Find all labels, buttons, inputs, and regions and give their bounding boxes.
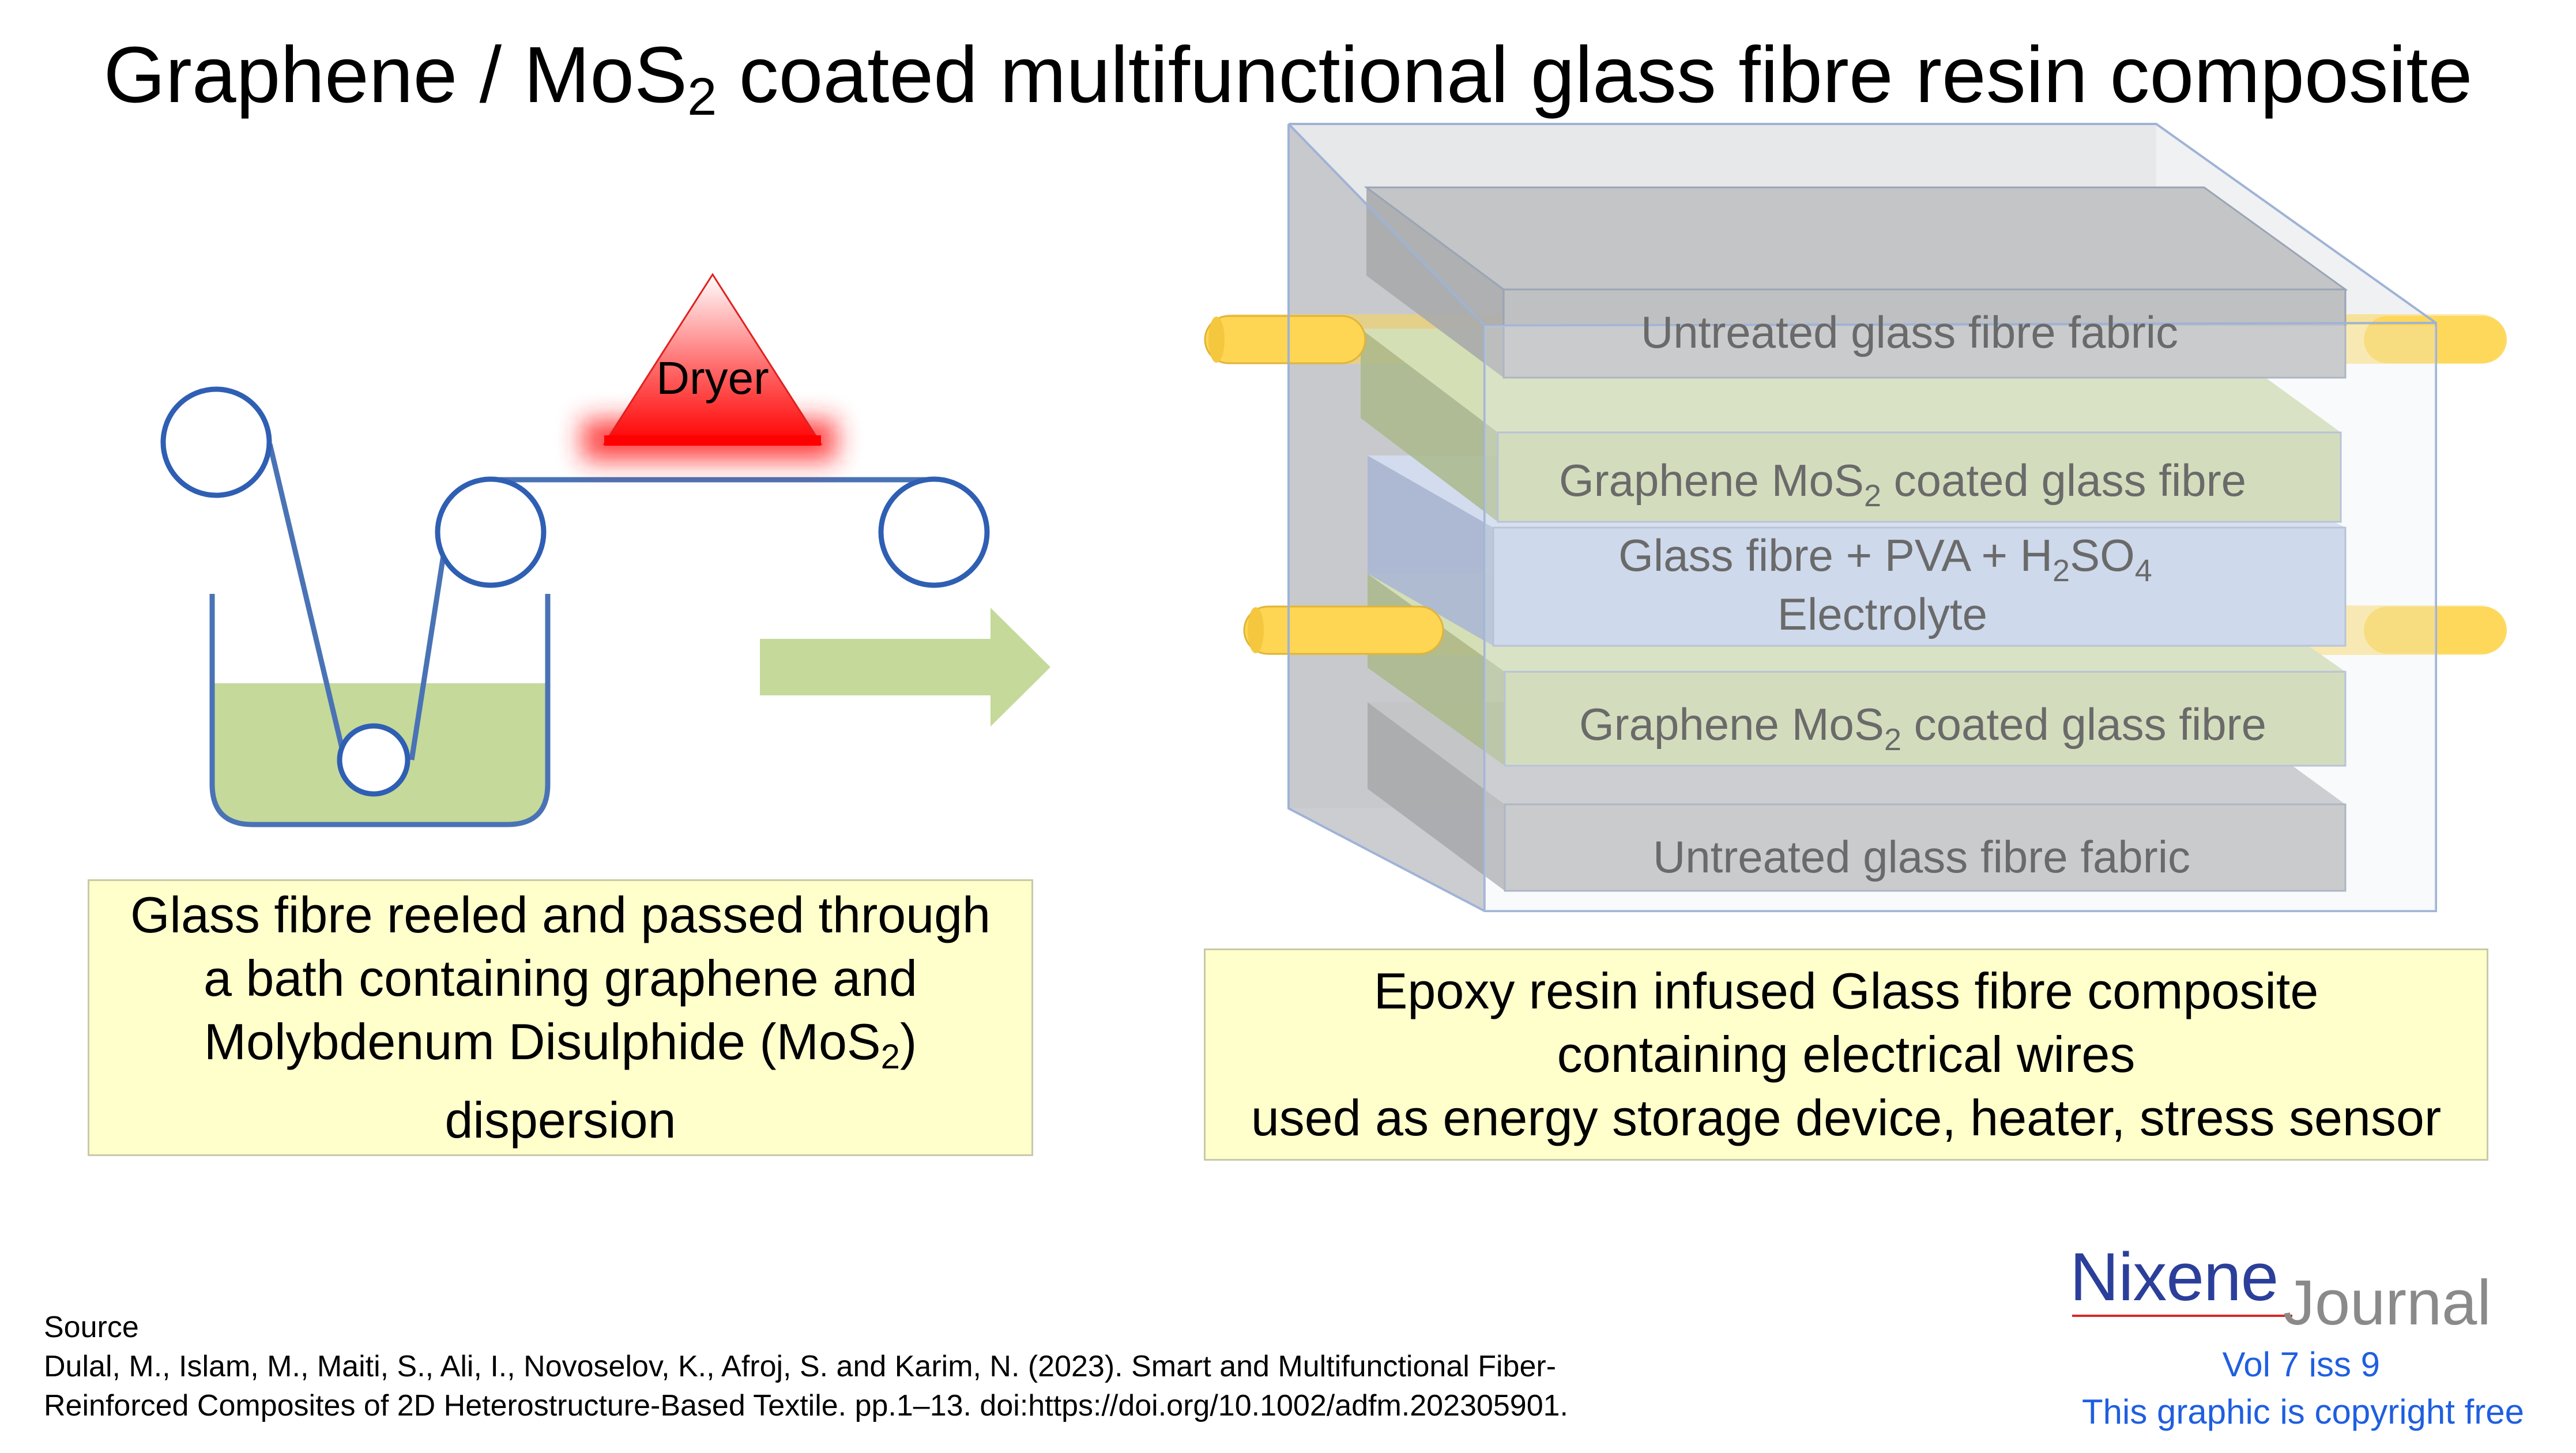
layer-label-graphene-lower: Graphene MoS2 coated glass fibre (1579, 699, 2266, 757)
layer-label-electrolyte-line2: Electrolyte (1777, 589, 1987, 639)
title-text: Graphene / MoS (103, 31, 688, 119)
resin-front-face (1485, 326, 2436, 911)
process-caption-line: a bath containing graphene and (204, 950, 917, 1007)
source-reference-line: Dulal, M., Islam, M., Maiti, S., Ali, I.… (44, 1350, 1557, 1383)
take-up-roller (878, 476, 990, 588)
composite-caption-line: containing electrical wires (1557, 1026, 2136, 1083)
logo-underline (2072, 1315, 2292, 1317)
dryer: Dryer (582, 273, 836, 460)
page-title: Graphene / MoS2 coated multifunctional g… (0, 23, 2576, 149)
nixene-journal-logo: Nixene Journal (2070, 1239, 2525, 1338)
resin-block-outline (1287, 123, 2437, 912)
composite-caption-line: used as energy storage device, heater, s… (1251, 1089, 2442, 1146)
source-reference-line: Reinforced Composites of 2D Heterostruct… (44, 1389, 1568, 1422)
source-heading: Source (44, 1311, 139, 1344)
guide-roller (435, 476, 547, 588)
process-caption-line: dispersion (445, 1091, 676, 1149)
source-citation: Source Dulal, M., Islam, M., Maiti, S., … (44, 1308, 1568, 1425)
feed-roller (160, 386, 272, 498)
composite-caption: Epoxy resin infused Glass fibre composit… (1204, 948, 2488, 1161)
layer-label-graphene-upper: Graphene MoS2 coated glass fibre (1559, 455, 2246, 513)
process-caption-line: Molybdenum Disulphide (MoS2) (204, 1013, 917, 1076)
dryer-label: Dryer (656, 352, 769, 404)
layer-untreated-top (1364, 186, 2348, 379)
logo-brand: Nixene (2070, 1239, 2279, 1315)
title-text-rest: coated multifunctional glass fibre resin… (717, 31, 2473, 119)
layer-label-untreated-top: Untreated glass fibre fabric (1641, 307, 2178, 357)
process-arrow (760, 608, 1050, 726)
layer-label-untreated-bottom: Untreated glass fibre fabric (1653, 831, 2190, 882)
layer-label-electrolyte-line1: Glass fibre + PVA + H2SO4 (1618, 530, 2152, 588)
volume-issue: Vol 7 iss 9 (2222, 1345, 2381, 1384)
logo-journal: Journal (2283, 1267, 2491, 1338)
bath-container (209, 594, 551, 827)
glass-fibre-path (267, 443, 932, 761)
process-caption-line: Glass fibre reeled and passed through (130, 886, 991, 943)
copyright-note: This graphic is copyright free (2082, 1392, 2524, 1431)
title-subscript: 2 (687, 67, 717, 126)
composite-caption-line: Epoxy resin infused Glass fibre composit… (1373, 962, 2319, 1019)
bath-roller (337, 723, 410, 797)
process-caption: Glass fibre reeled and passed through a … (88, 879, 1033, 1156)
